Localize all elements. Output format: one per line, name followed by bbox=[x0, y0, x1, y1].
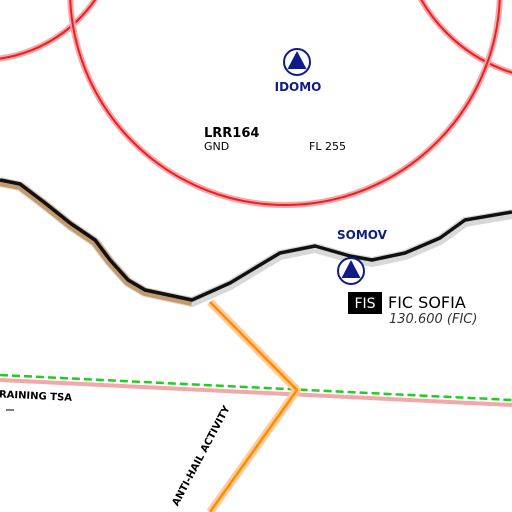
waypoint-idomo[interactable]: IDOMO bbox=[275, 48, 322, 94]
waypoint-somov-label: SOMOV bbox=[337, 228, 388, 242]
airspace-lrr164-label[interactable]: LRR164 GND FL 255 bbox=[204, 126, 346, 153]
fis-badge bbox=[348, 292, 382, 314]
fis-badge-label: FIS bbox=[354, 296, 375, 312]
airspace-lower-limit: GND bbox=[204, 140, 229, 153]
waypoint-idomo-label: IDOMO bbox=[275, 80, 322, 94]
training-tsa-boundary[interactable] bbox=[0, 373, 512, 407]
waypoint-somov[interactable]: SOMOV bbox=[337, 228, 388, 285]
airspace-upper-limit: FL 255 bbox=[309, 140, 346, 153]
vor-waypoint-icon bbox=[337, 257, 365, 285]
training-tsa-label: TRAINING TSA bbox=[0, 389, 72, 404]
restricted-area-circles bbox=[0, 0, 512, 208]
fir-boundary[interactable] bbox=[0, 177, 512, 307]
fic-name: FIC SOFIA bbox=[388, 293, 466, 312]
vor-waypoint-icon bbox=[283, 48, 311, 76]
fic-frequency: 130.600 (FIC) bbox=[389, 312, 477, 327]
fic-sofia-box[interactable]: FIS FIC SOFIA 130.600 (FIC) bbox=[348, 292, 477, 327]
anti-hail-boundary[interactable] bbox=[206, 299, 301, 512]
lrr164-circle[interactable] bbox=[67, 0, 503, 208]
airspace-name: LRR164 bbox=[204, 126, 259, 141]
